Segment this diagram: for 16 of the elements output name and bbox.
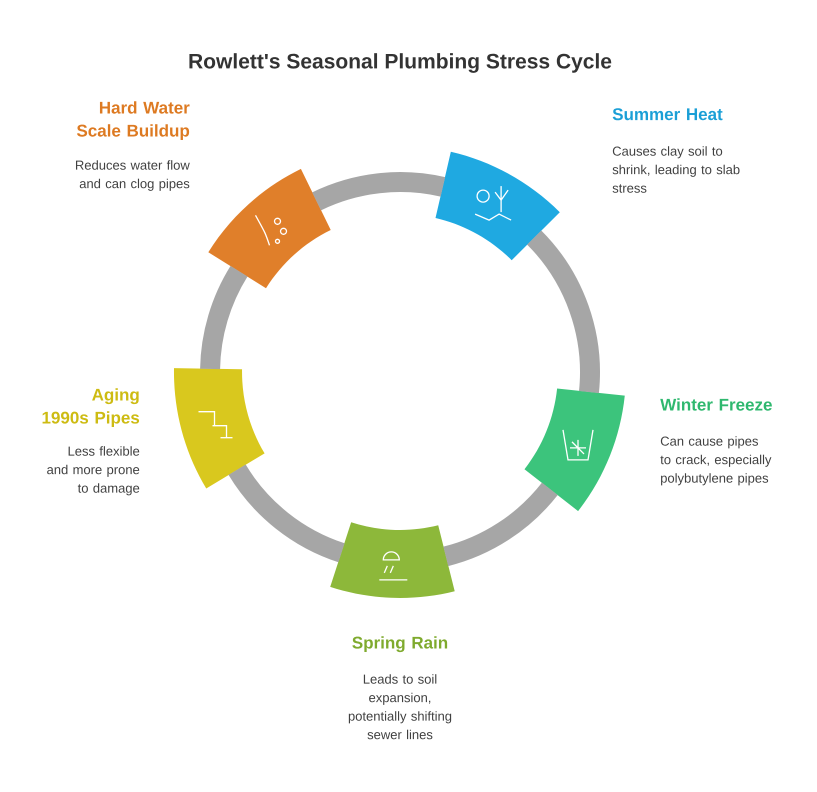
ring-segment: [443, 482, 558, 566]
ring-segment: [200, 266, 248, 370]
heading: Summer Heat: [612, 108, 723, 120]
heading: Spring Rain: [352, 636, 448, 652]
description: Reduces water flow and can clog pipes: [76, 160, 190, 191]
heading: Hard Water Scale Buildup: [76, 101, 190, 140]
description: Can cause pipes to crack, especially polybutylene pipes: [660, 436, 772, 486]
ring-segment: [526, 230, 600, 393]
heading: Aging 1990s Pipes: [42, 388, 140, 428]
description: Leads to soil expansion, potentially shifting sewer lines: [348, 674, 452, 740]
title: Rowlett's Seasonal Plumbing Stress Cycle: [189, 53, 612, 73]
ring-segment: [312, 172, 445, 210]
description: Causes clay soil to shrink, leading to slab stress: [612, 146, 740, 193]
heading: Winter Freeze: [660, 398, 772, 411]
description: Less flexible and more prone to damage: [47, 446, 140, 496]
ring-segment: [228, 464, 345, 562]
